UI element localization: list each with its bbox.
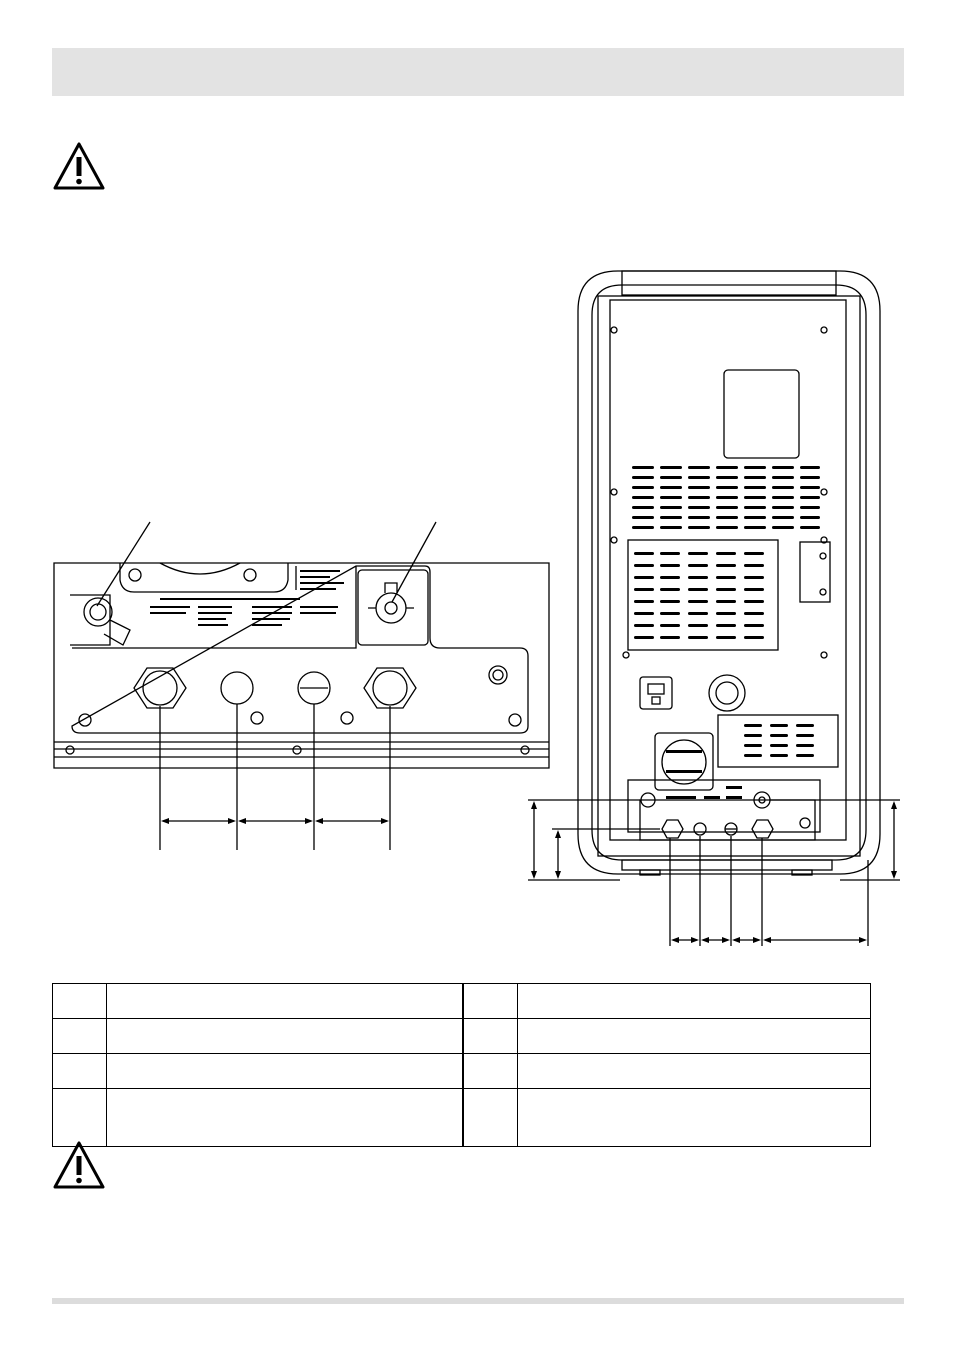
- table-cell: [52, 1088, 107, 1147]
- warning-triangle-icon: [53, 1141, 105, 1189]
- table-cell: [517, 983, 871, 1019]
- table-cell: [106, 983, 464, 1019]
- table-row: [52, 1018, 871, 1054]
- table-row: [52, 1088, 871, 1147]
- table-cell: [106, 1088, 464, 1147]
- table-cell: [517, 1018, 871, 1054]
- table-cell: [462, 983, 518, 1019]
- table-cell: [52, 1053, 107, 1089]
- table-cell: [462, 1088, 518, 1147]
- dimensions-table: [52, 983, 871, 1147]
- warning-triangle-icon: [53, 142, 105, 190]
- footer-band: [52, 1298, 904, 1304]
- table-cell: [106, 1018, 464, 1054]
- table-cell: [517, 1088, 871, 1147]
- table-cell: [106, 1053, 464, 1089]
- table-cell: [52, 983, 107, 1019]
- header-band: [52, 48, 904, 96]
- table-cell: [517, 1053, 871, 1089]
- table-cell: [462, 1053, 518, 1089]
- table-cell: [462, 1018, 518, 1054]
- table-row: [52, 983, 871, 1019]
- table-cell: [52, 1018, 107, 1054]
- table-row: [52, 1053, 871, 1089]
